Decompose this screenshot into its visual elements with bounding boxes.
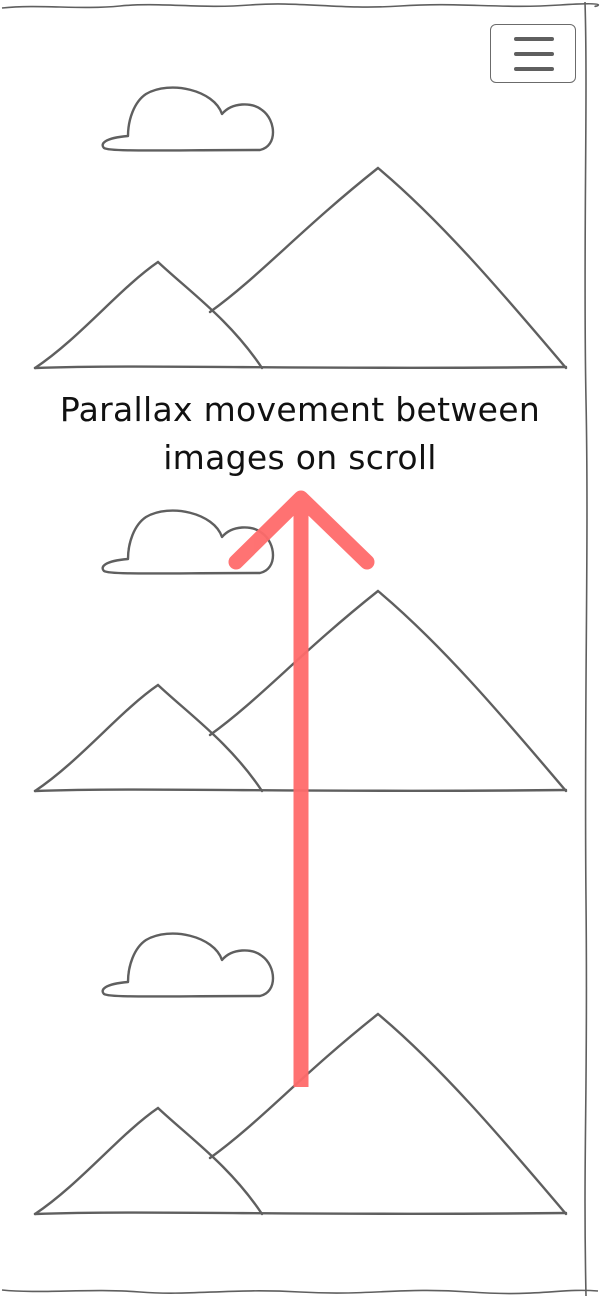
parallax-image-2: [0, 503, 600, 803]
cloud-icon: [101, 932, 275, 998]
cloud-icon: [101, 509, 275, 575]
parallax-caption: Parallax movement between images on scro…: [0, 386, 600, 482]
mountains-icon: [33, 589, 568, 793]
parallax-image-1: [0, 80, 600, 380]
mountains-icon: [33, 1012, 568, 1216]
parallax-image-3: [0, 926, 600, 1226]
menu-button[interactable]: [490, 24, 576, 83]
caption-line-1: Parallax movement between: [59, 390, 541, 429]
mountains-icon: [33, 166, 568, 370]
caption-line-2: images on scroll: [163, 438, 437, 477]
cloud-icon: [101, 86, 275, 152]
